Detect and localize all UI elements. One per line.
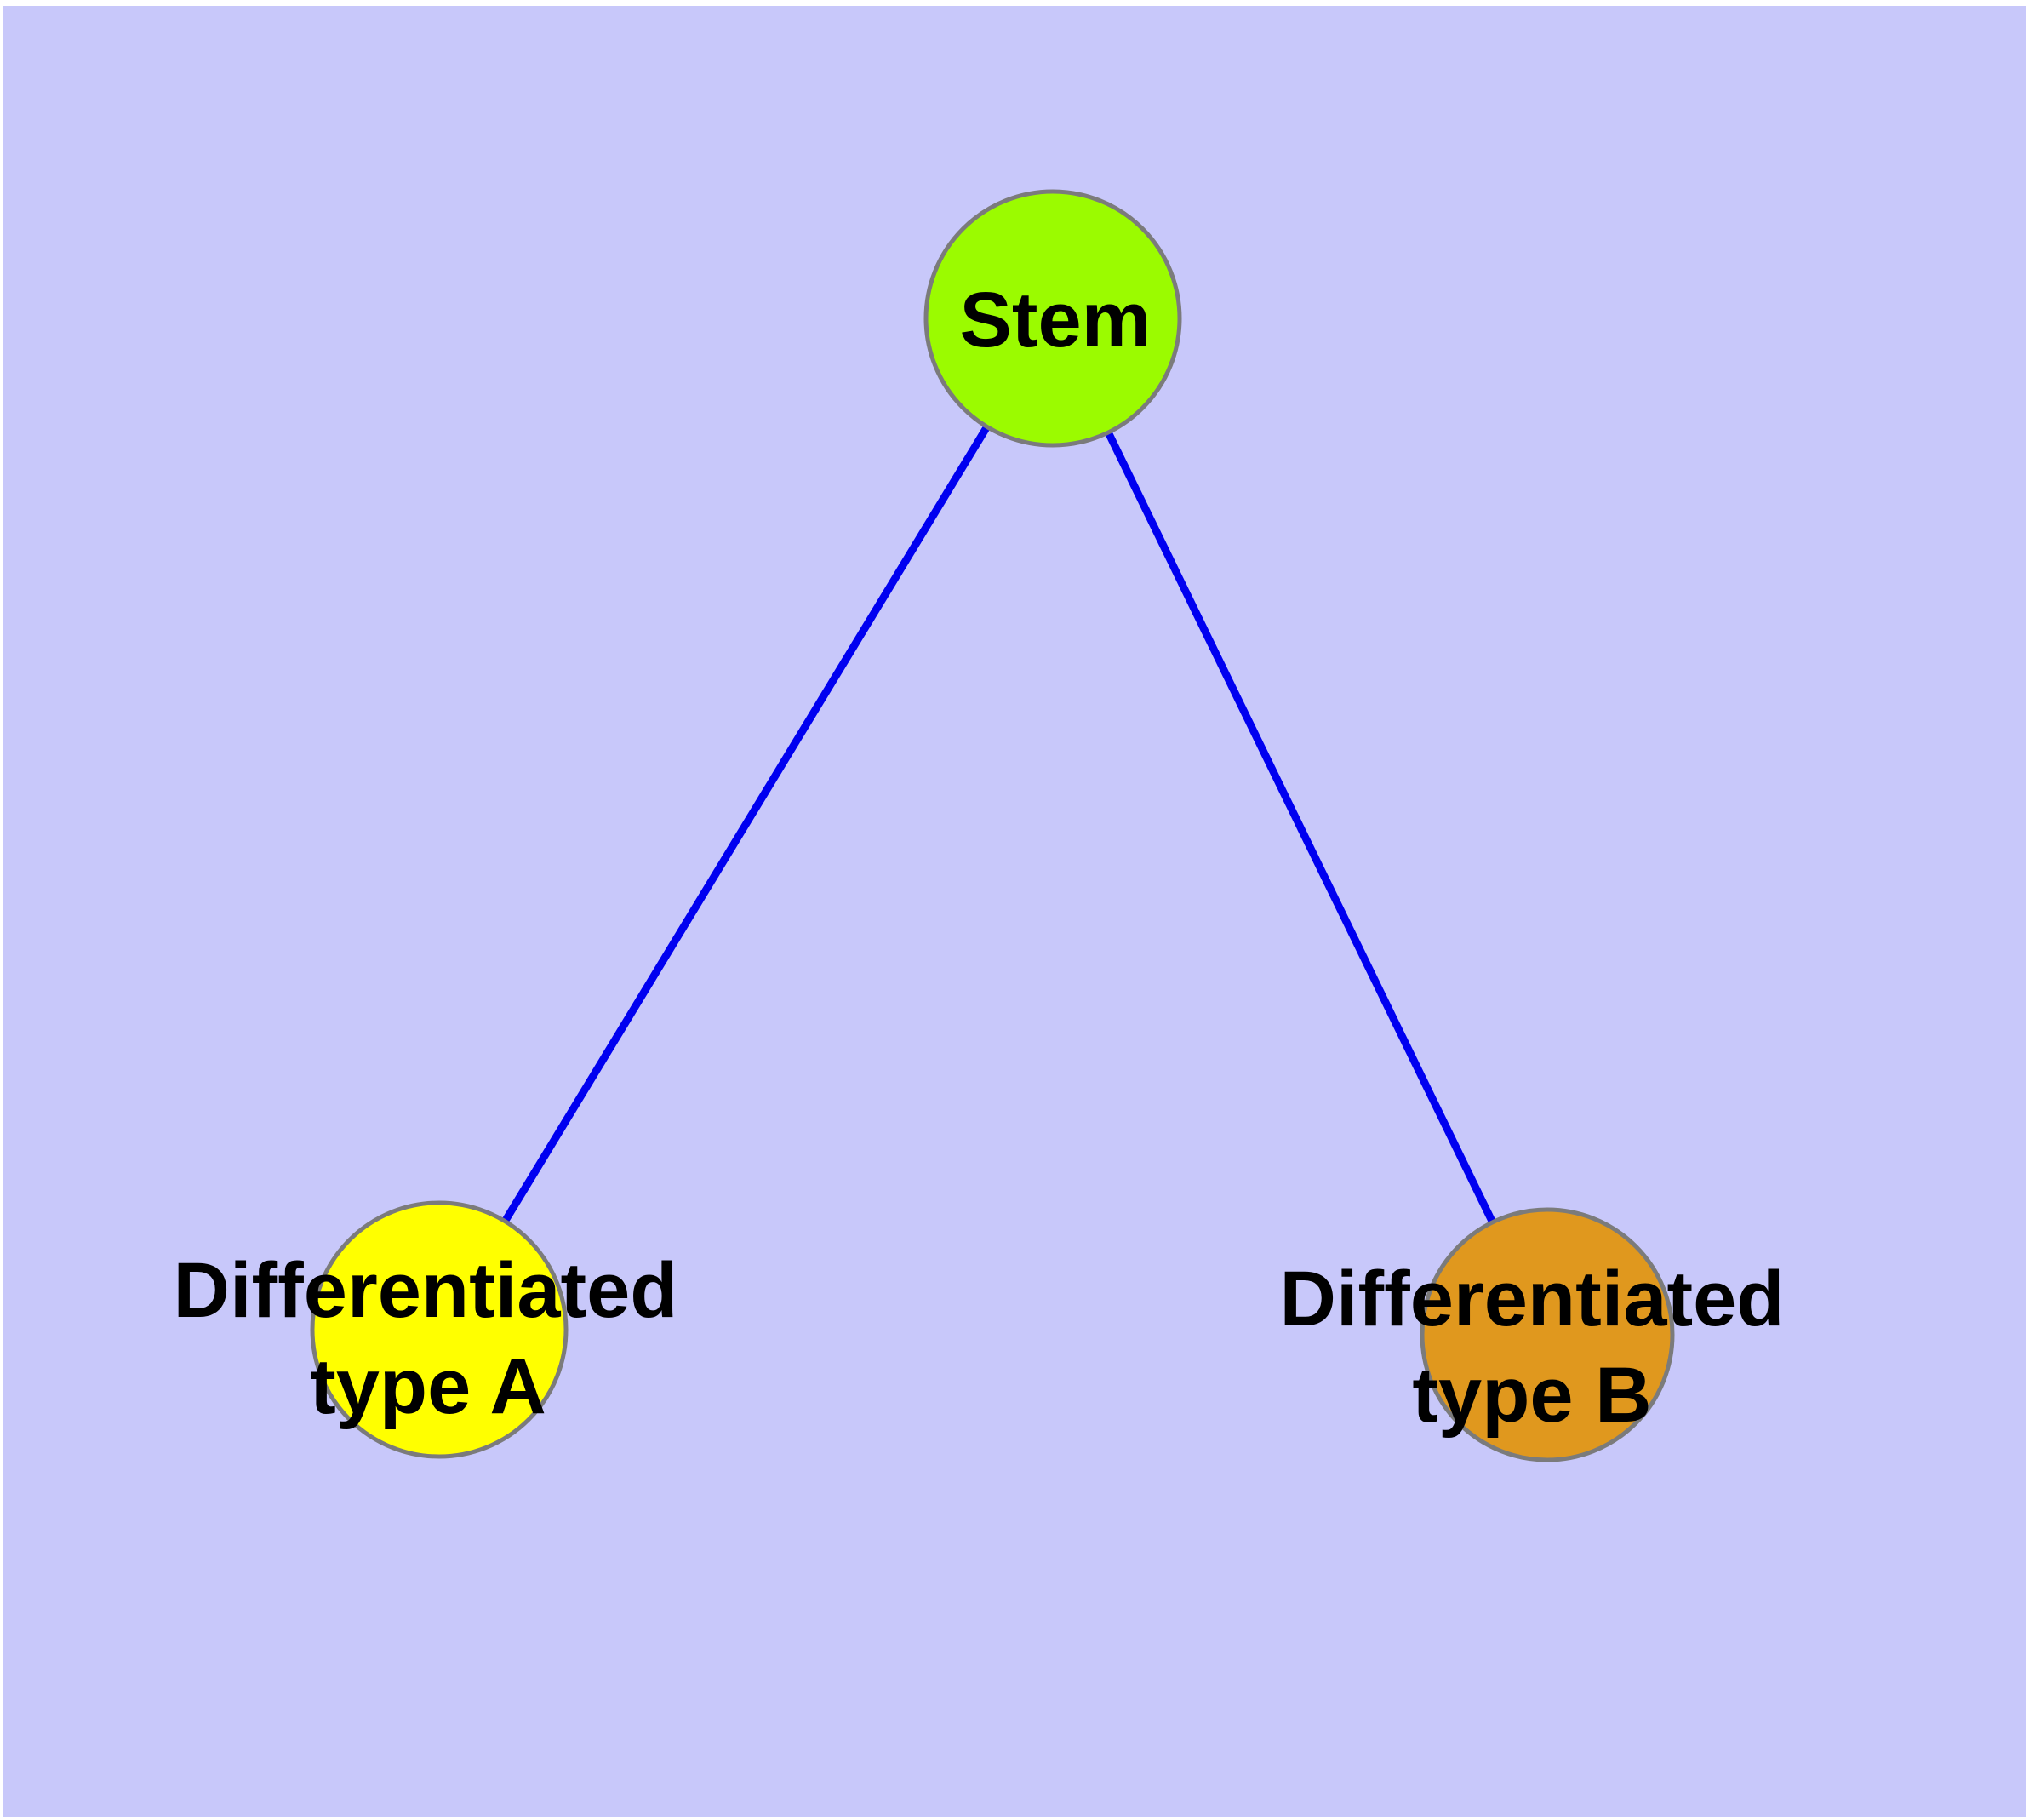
node-stem-label: Stem (960, 277, 1152, 363)
node-type-b-label-line1: Differentiated (1280, 1256, 1785, 1342)
node-type-a-label-line1: Differentiated (174, 1247, 678, 1334)
node-differentiated-type-a (310, 1200, 569, 1459)
edge-stem-to-type-b (1049, 317, 1552, 1336)
node-type-b-label-line2: type B (1412, 1352, 1651, 1439)
node-stem (923, 189, 1182, 448)
edge-stem-to-type-a (436, 316, 1056, 1332)
node-differentiated-type-b (1420, 1207, 1675, 1462)
node-type-a-label-line2: type A (310, 1343, 546, 1430)
